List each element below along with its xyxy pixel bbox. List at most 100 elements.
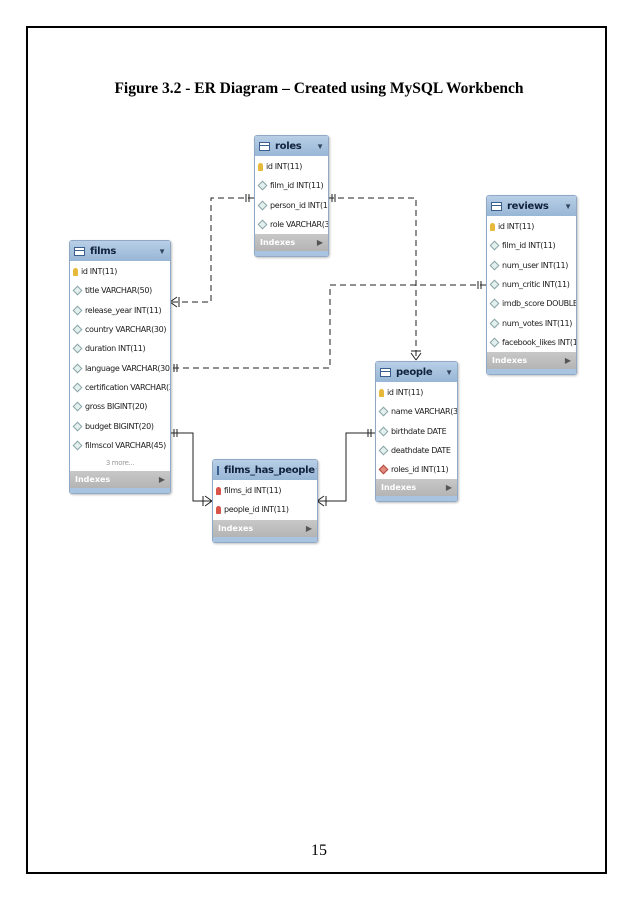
expand-arrow-icon[interactable]: ▶ — [445, 483, 452, 493]
column-row[interactable]: num_user INT(11) — [487, 256, 576, 275]
table-header[interactable]: people ▼ — [376, 362, 457, 382]
column-row[interactable]: num_votes INT(11) — [487, 313, 576, 332]
primary-key-icon — [490, 222, 495, 231]
column-label: title VARCHAR(50) — [85, 286, 152, 296]
column-row[interactable]: country VARCHAR(30) — [70, 320, 170, 339]
column-diamond-icon — [378, 426, 389, 437]
table-header[interactable]: films_has_people ▼ — [213, 460, 317, 480]
table-icon — [74, 246, 85, 256]
column-row[interactable]: num_critic INT(11) — [487, 275, 576, 294]
column-row[interactable]: people_id INT(11) — [213, 500, 317, 519]
column-diamond-icon — [489, 337, 500, 348]
indexes-section[interactable]: Indexes ▶ — [376, 479, 457, 497]
column-row[interactable]: budget BIGINT(20) — [70, 416, 170, 435]
column-diamond-icon — [72, 343, 83, 354]
column-row[interactable]: filmscol VARCHAR(45) — [70, 436, 170, 455]
column-diamond-icon — [489, 279, 500, 290]
column-row[interactable]: language VARCHAR(30) — [70, 358, 170, 377]
column-diamond-icon — [257, 200, 268, 211]
collapse-arrow-icon[interactable]: ▼ — [316, 141, 324, 151]
column-diamond-icon — [72, 285, 83, 296]
expand-arrow-icon[interactable]: ▶ — [305, 523, 312, 533]
primary-key-icon — [73, 267, 78, 276]
column-diamond-icon — [257, 219, 268, 230]
relationship-reviews-films-ends — [173, 281, 482, 372]
indexes-section[interactable]: Indexes▶ — [487, 352, 576, 370]
foreign-key-icon — [216, 505, 221, 514]
column-label: facebook_likes INT(11) — [502, 337, 577, 347]
column-row[interactable]: release_year INT(11) — [70, 301, 170, 320]
column-row[interactable]: roles_id INT(11) — [376, 460, 457, 479]
column-diamond-icon — [489, 260, 500, 271]
column-row[interactable]: id INT(11) — [487, 217, 576, 236]
relationship-reviews-films — [170, 284, 486, 369]
table-icon — [259, 141, 270, 151]
indexes-section[interactable]: Indexes ▶ — [255, 234, 328, 252]
column-row[interactable]: imdb_score DOUBLE — [487, 294, 576, 313]
column-diamond-icon — [72, 440, 83, 451]
column-label: release_year INT(11) — [85, 305, 162, 315]
column-label: language VARCHAR(30) — [85, 363, 171, 373]
table-footer — [255, 251, 328, 257]
column-label: duration INT(11) — [85, 344, 146, 354]
collapse-arrow-icon[interactable]: ▼ — [315, 466, 317, 475]
table-footer — [213, 536, 317, 542]
column-row[interactable]: gross BIGINT(20) — [70, 397, 170, 416]
collapse-arrow-icon[interactable]: ▼ — [445, 367, 453, 377]
expand-arrow-icon[interactable]: ▶ — [316, 238, 323, 248]
column-diamond-icon — [489, 240, 500, 251]
table-films[interactable]: films ▼ id INT(11) title VARCHAR(50) rel… — [69, 240, 171, 494]
column-row[interactable]: duration INT(11) — [70, 339, 170, 358]
indexes-label: Indexes — [381, 483, 417, 493]
column-label: id INT(11) — [387, 388, 423, 398]
column-row[interactable]: birthdate DATE — [376, 422, 457, 441]
relationship-films-fhp — [170, 429, 213, 507]
column-diamond-icon — [489, 298, 500, 309]
column-list: id INT(11) name VARCHAR(30) birthdate DA… — [376, 382, 457, 479]
expand-arrow-icon[interactable]: ▶ — [564, 356, 571, 366]
column-row[interactable]: deathdate DATE — [376, 441, 457, 460]
table-name: roles — [275, 140, 302, 152]
relationship-roles-people-ends — [331, 194, 422, 361]
column-row[interactable]: id INT(11) — [70, 262, 170, 281]
column-diamond-icon — [378, 406, 389, 417]
column-label: certification VARCHAR(25) — [85, 382, 170, 392]
indexes-label: Indexes — [260, 238, 296, 248]
column-diamond-icon — [72, 305, 83, 316]
column-row[interactable]: certification VARCHAR(25) — [70, 378, 170, 397]
table-header[interactable]: reviews ▼ — [487, 196, 576, 216]
collapse-arrow-icon[interactable]: ▼ — [564, 201, 572, 211]
column-diamond-icon — [72, 382, 83, 393]
foreign-key-icon — [216, 486, 221, 495]
indexes-label: Indexes — [75, 474, 111, 484]
column-label: filmscol VARCHAR(45) — [85, 440, 166, 450]
table-header[interactable]: roles ▼ — [255, 136, 328, 156]
column-row[interactable]: title VARCHAR(50) — [70, 281, 170, 300]
column-row[interactable]: film_id INT(11) — [487, 236, 576, 255]
column-row[interactable]: role VARCHAR(30) — [255, 215, 328, 234]
column-row[interactable]: films_id INT(11) — [213, 481, 317, 500]
column-row[interactable]: name VARCHAR(30) — [376, 402, 457, 421]
expand-arrow-icon[interactable]: ▶ — [158, 474, 165, 484]
relationship-roles-films — [170, 197, 254, 303]
page-number: 15 — [311, 842, 327, 859]
column-row[interactable]: facebook_likes INT(11) — [487, 333, 576, 352]
column-label: birthdate DATE — [391, 426, 447, 436]
column-row[interactable]: id INT(11) — [376, 383, 457, 402]
table-header[interactable]: films ▼ — [70, 241, 170, 261]
column-row[interactable]: person_id INT(11) — [255, 196, 328, 215]
column-row[interactable]: id INT(11) — [255, 157, 328, 176]
column-label: num_votes INT(11) — [502, 318, 573, 328]
table-reviews[interactable]: reviews ▼ id INT(11) film_id INT(11) num… — [486, 195, 577, 376]
collapse-arrow-icon[interactable]: ▼ — [158, 246, 166, 256]
table-roles[interactable]: roles ▼ id INT(11) film_id INT(11) perso… — [254, 135, 329, 258]
column-list: id INT(11) film_id INT(11) person_id INT… — [255, 156, 328, 234]
indexes-section[interactable]: Indexes▶ — [213, 519, 317, 537]
column-label: id INT(11) — [266, 162, 302, 172]
indexes-section[interactable]: Indexes ▶ — [70, 470, 170, 488]
relationship-roles-films-ends — [169, 194, 250, 308]
table-people[interactable]: people ▼ id INT(11) name VARCHAR(30) bir… — [375, 361, 458, 503]
more-columns-link[interactable]: 3 more... — [105, 458, 135, 467]
column-row[interactable]: film_id INT(11) — [255, 176, 328, 195]
table-films-has-people[interactable]: films_has_people ▼ films_id INT(11) peop… — [212, 459, 318, 543]
